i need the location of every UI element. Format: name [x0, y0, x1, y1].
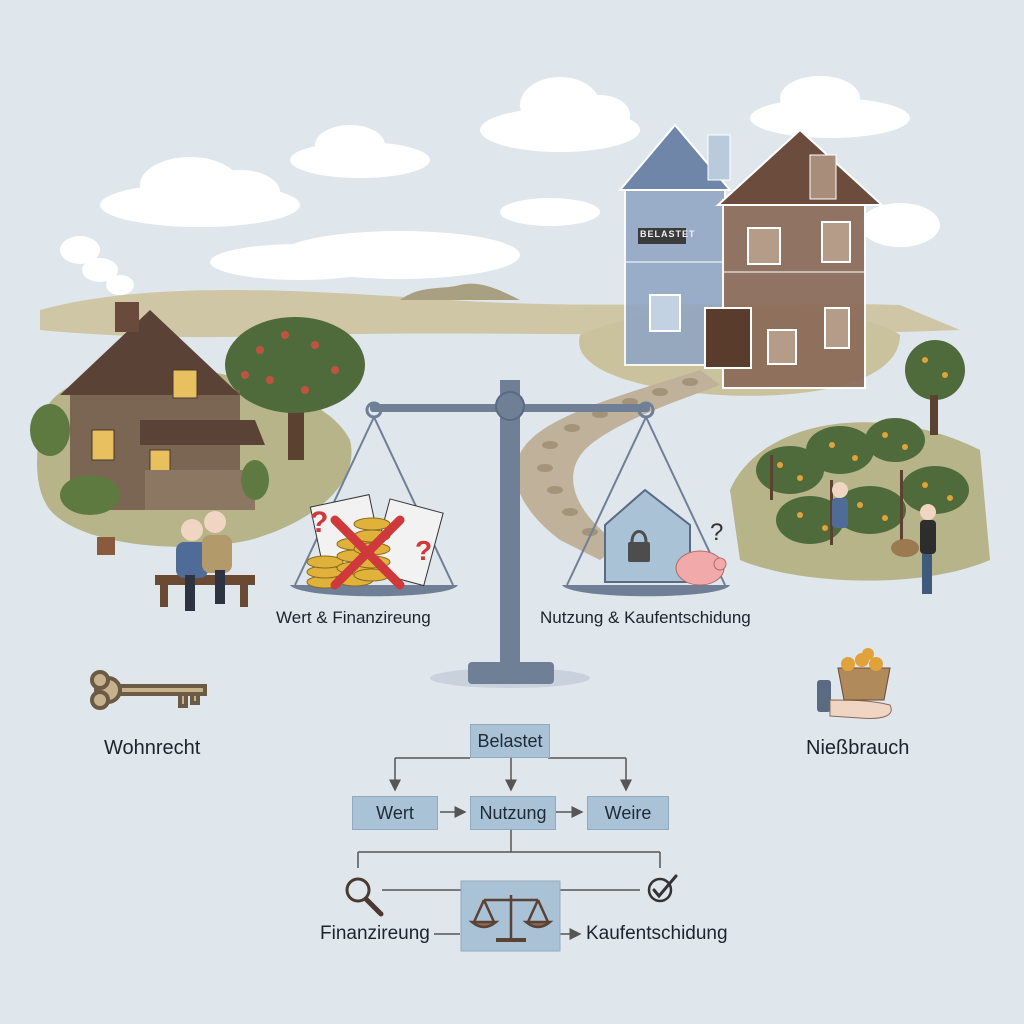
flow-connectors: [357, 757, 661, 940]
orchard: [730, 340, 990, 594]
distant-bushes: [400, 283, 520, 300]
key-icon: [90, 670, 207, 710]
balance-scale-icon: [468, 895, 554, 942]
left-pan-label: Wert & Finanzireung: [276, 608, 431, 627]
flow-box-belastet: Belastet: [470, 724, 550, 758]
apple-tree: [225, 317, 365, 460]
belastet-sign: [638, 228, 686, 244]
svg-text:?: ?: [710, 519, 723, 546]
finanzireung-label: Finanzireung: [320, 923, 430, 944]
balance-scale: [290, 380, 730, 688]
hand-with-fruit-basket-icon: [817, 648, 892, 719]
checkmark-icon: [647, 874, 678, 903]
svg-text:?: ?: [310, 506, 328, 539]
right-pan-contents: ?: [604, 488, 727, 586]
path-stones: [537, 378, 698, 536]
magnifier-icon: [345, 877, 384, 917]
flower-pot: [97, 537, 115, 555]
right-pan-label: Nutzung & Kaufentschidung: [540, 608, 751, 627]
house-sign-text: BELASTET: [640, 229, 696, 239]
blue-house: [617, 123, 733, 366]
clouds: [60, 76, 940, 295]
niessbrauch-label: Nießbrauch: [806, 737, 910, 759]
flow-box-wert: Wert: [352, 796, 438, 830]
kaufentschidung-label: Kaufentschidung: [586, 923, 728, 944]
left-pan-contents: ? ?: [306, 494, 444, 590]
bushes: [30, 404, 269, 515]
cottage: [60, 302, 265, 510]
brown-house: [704, 128, 885, 389]
flow-box-nutzung: Nutzung: [470, 796, 556, 830]
elderly-couple: [155, 511, 255, 611]
flow-box-weire: Weire: [587, 796, 669, 830]
svg-text:?: ?: [415, 535, 432, 566]
wohnrecht-label: Wohnrecht: [104, 737, 201, 759]
